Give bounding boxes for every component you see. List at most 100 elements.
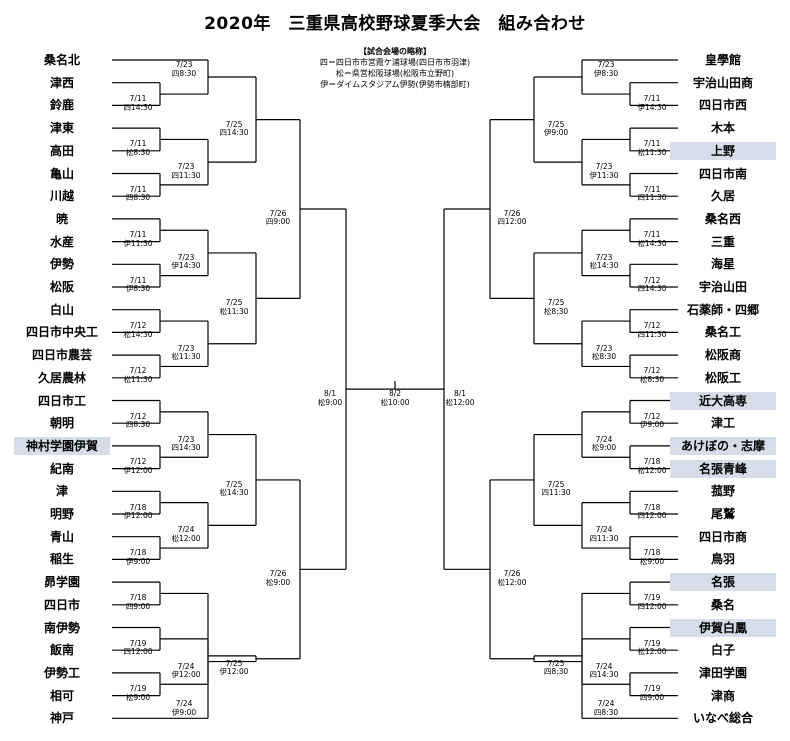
team-name: 久居: [710, 189, 735, 204]
team-name: 水産: [49, 234, 74, 249]
match-venue-time: 四14:30: [171, 443, 201, 453]
match-date: 7/11: [129, 230, 147, 240]
match-date: 7/23: [595, 252, 613, 262]
match-venue-time: 松11:30: [123, 374, 153, 384]
match-venue-time: 四8:30: [125, 193, 151, 203]
match-date: 7/19: [129, 684, 147, 694]
match-date: 7/11: [129, 139, 147, 149]
team-name: 四日市南: [698, 166, 747, 181]
match-date: 7/12: [643, 275, 661, 285]
legend-line: 四＝四日市市営霞ケ浦球場(四日市市羽津): [319, 58, 471, 67]
team-name: 石薬師・四郷: [686, 302, 759, 317]
match-date: 8/2: [388, 389, 402, 399]
match-venue-time: 四11:30: [637, 329, 667, 339]
match-venue-time: 四11:30: [637, 193, 667, 203]
match-venue-time: 松9:00: [125, 692, 151, 702]
match-venue-time: 四14:30: [637, 284, 667, 294]
match-venue-time: 四12:00: [637, 511, 667, 521]
legend-line: 伊＝ダイムスタジアム伊勢(伊勢市楠部町): [320, 80, 470, 89]
team-name: 桑名: [710, 597, 735, 612]
match-date: 7/19: [129, 638, 147, 648]
match-date: 7/12: [643, 366, 661, 376]
page-title: 2020年 三重県高校野球夏季大会 組み合わせ: [204, 14, 586, 34]
team-name: 桑名西: [704, 211, 741, 226]
team-name: 宇治山田商: [692, 75, 753, 90]
match-date: 8/1: [323, 389, 337, 399]
match-venue-time: 松8:30: [591, 352, 617, 362]
legend-heading: 【試合会場の略称】: [359, 47, 431, 56]
team-name: 名張: [670, 573, 776, 592]
match-venue-time: 四11:30: [541, 488, 571, 498]
match-date: 7/11: [129, 184, 147, 194]
match-date: 7/19: [643, 593, 661, 603]
match-venue-time: 松9:00: [639, 556, 665, 566]
match-venue-time: 伊9:00: [639, 420, 665, 430]
team-name: 稲生: [49, 552, 74, 567]
match-date: 7/12: [129, 366, 147, 376]
team-name: 四日市西: [698, 98, 747, 113]
team-name: 松阪: [49, 280, 74, 294]
match-venue-time: 四9:00: [125, 601, 151, 611]
team-name: 四日市中央工: [25, 325, 98, 340]
match-date: 7/18: [643, 457, 661, 467]
match-date: 7/24: [177, 661, 195, 671]
match-venue-time: 松11:30: [219, 306, 249, 316]
team-name: 海星: [710, 257, 735, 272]
team-name: 神村学園伊賀: [14, 436, 110, 455]
match-date: 7/18: [129, 502, 147, 512]
team-name: 松阪工: [704, 370, 741, 385]
match-date: 7/24: [595, 661, 613, 671]
team-name: 飯南: [49, 643, 74, 658]
team-name: 伊勢工: [43, 665, 80, 680]
team-name: 四日市商: [698, 529, 747, 544]
match-date: 7/25: [547, 479, 565, 489]
match-date: 7/24: [595, 434, 613, 444]
match-date: 7/25: [225, 298, 243, 308]
match-date: 7/23: [595, 343, 613, 353]
team-name: 松阪商: [704, 348, 741, 363]
match-date: 7/24: [175, 699, 193, 709]
team-name: 相可: [49, 688, 74, 703]
team-name: 白山: [49, 302, 74, 317]
team-name: 津: [55, 484, 68, 499]
match-venue-time: 松9:00: [265, 577, 291, 587]
team-name: 高田: [49, 143, 74, 158]
team-name: いなべ総合: [692, 711, 753, 726]
match-venue-time: 伊14:30: [171, 261, 201, 271]
team-name: 津東: [49, 121, 74, 136]
match-venue-time: 四8:30: [125, 420, 151, 430]
match-date: 7/26: [503, 569, 521, 579]
team-name: 紀南: [49, 461, 74, 476]
match-venue-time: 伊12:00: [171, 670, 201, 680]
team-name: 鳥羽: [710, 552, 735, 567]
team-name: 桑名工: [704, 325, 741, 340]
match-date: 7/25: [547, 658, 565, 668]
team-name: 伊勢: [49, 257, 74, 272]
